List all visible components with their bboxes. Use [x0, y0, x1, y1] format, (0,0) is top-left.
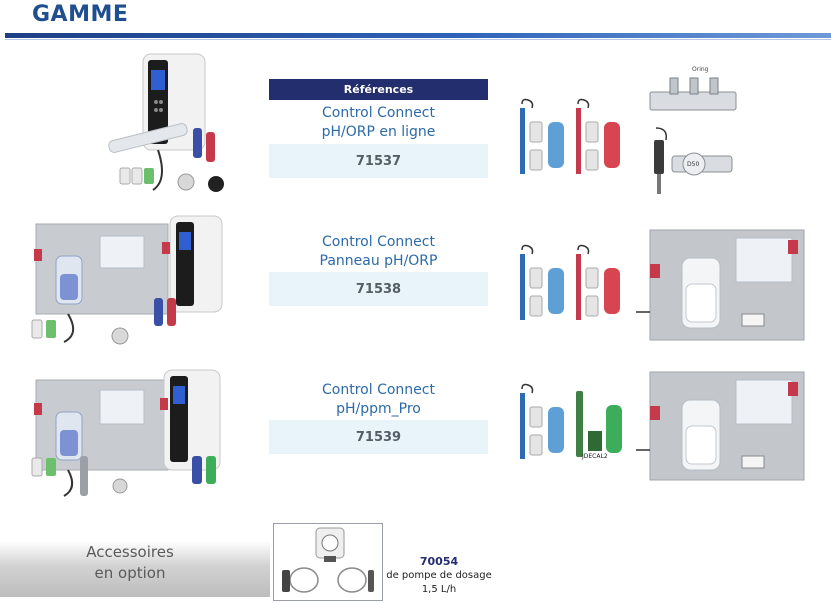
product-photo-ph-ppm-pro [20, 368, 230, 503]
product-name-panel: Control Connect Panneau pH/ORP [269, 233, 488, 271]
title-underline [5, 33, 831, 38]
fitting-diagram-oring: Oring [648, 66, 738, 124]
accessory-description-line: 1,5 L/h [421, 584, 457, 595]
product-photo-panel-ph-orp [20, 214, 230, 349]
accessories-band [0, 541, 270, 597]
d50-label: D50 [687, 161, 700, 168]
product-name-line: Panneau pH/ORP [319, 253, 438, 269]
accessory-description: de pompe de dosage 1,5 L/h [384, 569, 494, 597]
product-ref-panel: 71538 [269, 272, 488, 306]
accessories-label-line: en option [94, 564, 166, 582]
accessories-label-line: Accessoires [86, 543, 174, 561]
oring-label: Oring [692, 66, 709, 73]
dosing-pump-photo [273, 523, 383, 601]
title-underline-thin [5, 39, 831, 40]
product-name-line: pH/ORP en ligne [321, 124, 436, 140]
probes-buffers-ph-ppm: JDECAL2 [512, 383, 624, 463]
probes-buffers-ph-orp-2 [512, 244, 624, 324]
product-photo-inline [98, 50, 248, 200]
panel-diagram-2 [636, 228, 806, 344]
product-ref-inline: 71537 [269, 144, 488, 178]
product-name-inline: Control Connect pH/ORP en ligne [269, 104, 488, 142]
page-title: GAMME [32, 2, 129, 27]
accessory-ref: 70054 [419, 555, 459, 568]
product-name-pro: Control Connect pH/ppm_Pro [269, 381, 488, 419]
references-header: Références [269, 79, 488, 100]
product-name-line: Control Connect [322, 382, 435, 398]
accessory-description-line: de pompe de dosage [386, 570, 492, 581]
panel-diagram-3 [636, 370, 806, 484]
product-name-line: Control Connect [322, 105, 435, 121]
fitting-diagram-d50: D50 [648, 126, 738, 200]
product-ref-pro: 71539 [269, 420, 488, 454]
jdecal-label: JDECAL2 [582, 453, 608, 460]
accessories-label: Accessoires en option [55, 542, 205, 584]
product-name-line: pH/ppm_Pro [336, 401, 421, 417]
probes-buffers-ph-orp-1 [512, 98, 624, 178]
product-name-line: Control Connect [322, 234, 435, 250]
